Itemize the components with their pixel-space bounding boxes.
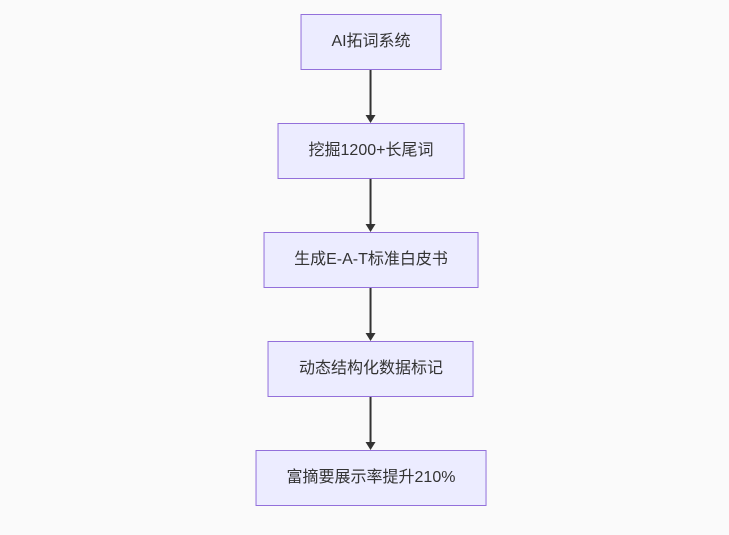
edge-line <box>370 397 372 442</box>
flow-node-label: AI拓词系统 <box>331 33 411 50</box>
arrowhead-down-icon <box>366 333 376 341</box>
flow-node-eat-whitepaper: 生成E-A-T标准白皮书 <box>263 232 479 288</box>
flow-node-longtail-mining: 挖掘1200+长尾词 <box>277 123 465 179</box>
flow-node-label: 生成E-A-T标准白皮书 <box>294 251 448 268</box>
arrowhead-down-icon <box>366 442 376 450</box>
flow-node-label: 动态结构化数据标记 <box>298 360 443 377</box>
edge-d-e <box>366 397 376 450</box>
flow-node-ai-expansion-system: AI拓词系统 <box>300 14 442 70</box>
edge-a-b <box>366 70 376 123</box>
flow-node-label: 挖掘1200+长尾词 <box>308 142 434 159</box>
flowchart-column: AI拓词系统 挖掘1200+长尾词 生成E-A-T标准白皮书 动态结构化数据标记 <box>255 14 487 506</box>
flow-node-label: 富摘要展示率提升210% <box>286 469 456 486</box>
edge-line <box>370 70 372 115</box>
edge-line <box>370 179 372 224</box>
edge-b-c <box>366 179 376 232</box>
flow-node-structured-data-markup: 动态结构化数据标记 <box>267 341 474 397</box>
arrowhead-down-icon <box>366 224 376 232</box>
arrowhead-down-icon <box>366 115 376 123</box>
flow-node-rich-snippet-rate: 富摘要展示率提升210% <box>255 450 487 506</box>
edge-line <box>370 288 372 333</box>
edge-c-d <box>366 288 376 341</box>
